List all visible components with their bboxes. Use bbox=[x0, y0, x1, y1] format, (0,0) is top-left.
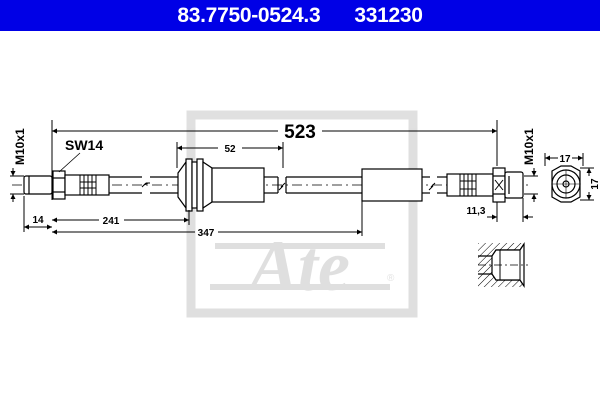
left-fitting bbox=[23, 170, 110, 200]
left-thread-label: M10x1 bbox=[13, 128, 27, 165]
right-fitting-label: 11,3 bbox=[467, 206, 486, 217]
dim-sleeve-length bbox=[176, 142, 284, 168]
overall-length-label: 523 bbox=[284, 122, 316, 143]
port-section-view bbox=[478, 242, 528, 288]
dim-overall-length bbox=[51, 120, 498, 200]
sleeve-length-label: 52 bbox=[224, 144, 236, 155]
dim-end-view bbox=[544, 153, 594, 201]
mounting-sleeve bbox=[177, 158, 265, 212]
ate-watermark: Ate ® bbox=[186, 110, 418, 318]
dim-left-thread bbox=[10, 168, 24, 202]
right-sleeve bbox=[361, 168, 423, 202]
dim-right-fitting bbox=[487, 198, 533, 222]
dim-right-thread bbox=[524, 168, 538, 202]
left-to-right-sleeve-label: 347 bbox=[198, 228, 215, 239]
left-to-sleeve-label: 241 bbox=[103, 216, 120, 227]
dim-left-to-right-sleeve bbox=[52, 201, 363, 236]
ref-number: 331230 bbox=[354, 3, 423, 27]
right-thread-label: M10x1 bbox=[522, 128, 536, 165]
title-bar: 83.7750-0524.3 331230 bbox=[0, 0, 600, 31]
right-fitting bbox=[446, 167, 524, 203]
hose-middle bbox=[264, 176, 362, 194]
wrench-size-label: SW14 bbox=[65, 137, 103, 153]
end-view-height-label: 17 bbox=[590, 178, 600, 190]
hose-right bbox=[422, 176, 447, 194]
wrench-leader bbox=[58, 152, 81, 173]
svg-text:Ate: Ate bbox=[246, 226, 350, 306]
hose bbox=[109, 176, 178, 194]
dim-left-to-sleeve bbox=[52, 210, 190, 225]
svg-text:®: ® bbox=[387, 273, 395, 284]
end-view bbox=[551, 165, 581, 203]
end-view-width-label: 17 bbox=[559, 154, 571, 165]
part-number: 83.7750-0524.3 bbox=[177, 3, 321, 27]
left-thread-length-label: 14 bbox=[32, 215, 44, 226]
dim-left-thread-length bbox=[23, 196, 52, 232]
